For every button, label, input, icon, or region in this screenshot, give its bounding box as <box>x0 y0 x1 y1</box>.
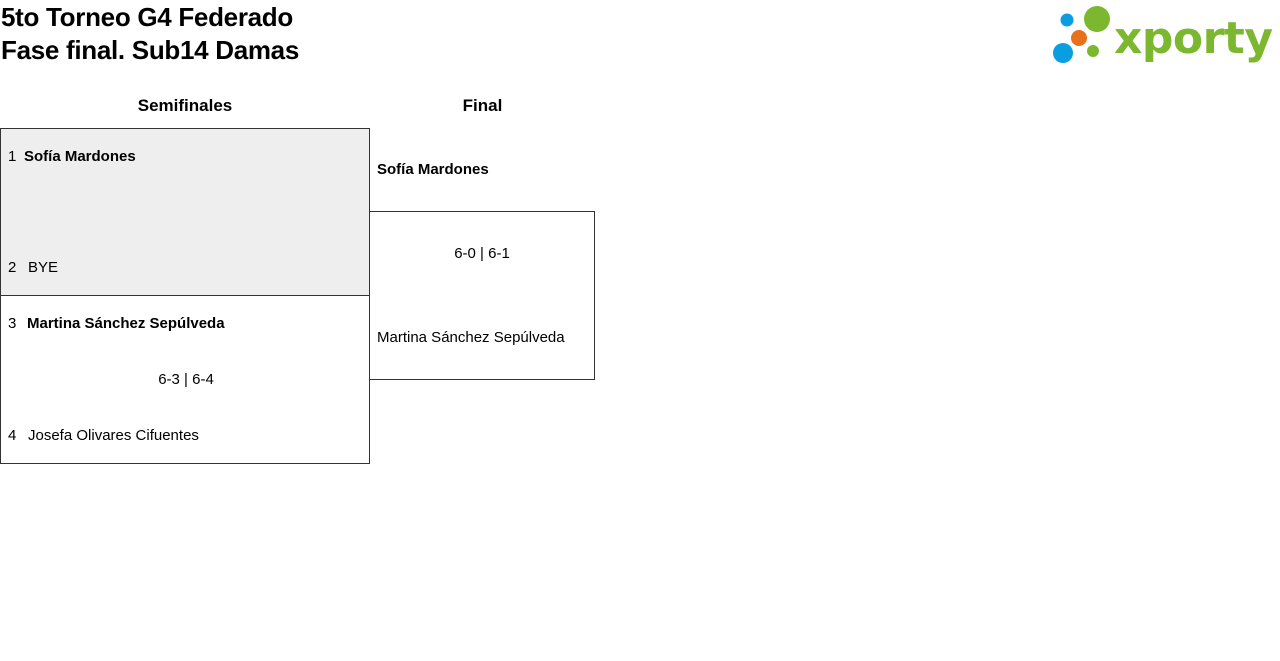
player-seed: 3 <box>8 315 17 332</box>
page-title-line-1: 5to Torneo G4 Federado <box>1 2 293 32</box>
final-match: 6-0 | 6-1 Martina Sánchez Sepúlveda <box>369 211 595 380</box>
player-name: Martina Sánchez Sepúlveda <box>27 315 225 332</box>
logo-dot-orange <box>1071 30 1087 46</box>
final-top-player: Sofía Mardones <box>377 161 489 178</box>
logo-dot-blue-large <box>1053 43 1073 63</box>
semifinal-2-score: 6-3 | 6-4 <box>158 371 214 388</box>
final-bottom-player: Martina Sánchez Sepúlveda <box>377 329 565 346</box>
player-seed: 1 <box>8 148 17 165</box>
logo-dot-green-small <box>1087 45 1099 57</box>
semifinal-1-bottom-player: 2 BYE <box>8 258 58 278</box>
final-score: 6-0 | 6-1 <box>454 245 510 262</box>
player-name: Sofía Mardones <box>24 148 136 165</box>
player-seed: 4 <box>8 427 17 444</box>
player-name: Josefa Olivares Cifuentes <box>28 427 199 444</box>
page-title-line-2: Fase final. Sub14 Damas <box>1 35 300 65</box>
semifinal-2-bottom-player: 4 Josefa Olivares Cifuentes <box>8 426 199 446</box>
logo-dot-green-large <box>1084 6 1110 32</box>
round-header-final: Final <box>462 96 503 115</box>
player-name: BYE <box>28 259 59 276</box>
round-header-semifinals: Semifinales <box>137 96 233 115</box>
logo-wordmark: xporty <box>1114 13 1273 64</box>
semifinal-1-top-player: 1 Sofía Mardones <box>8 147 136 167</box>
semifinal-match-1: 1 Sofía Mardones 2 BYE <box>0 128 370 296</box>
player-seed: 2 <box>8 259 17 276</box>
semifinal-2-top-player: 3 Martina Sánchez Sepúlveda <box>8 314 225 334</box>
semifinal-match-2: 3 Martina Sánchez Sepúlveda 6-3 | 6-4 4 Jo… <box>0 295 370 464</box>
logo-dot-blue-small <box>1060 13 1074 27</box>
xporty-logo: xporty <box>1053 6 1273 64</box>
